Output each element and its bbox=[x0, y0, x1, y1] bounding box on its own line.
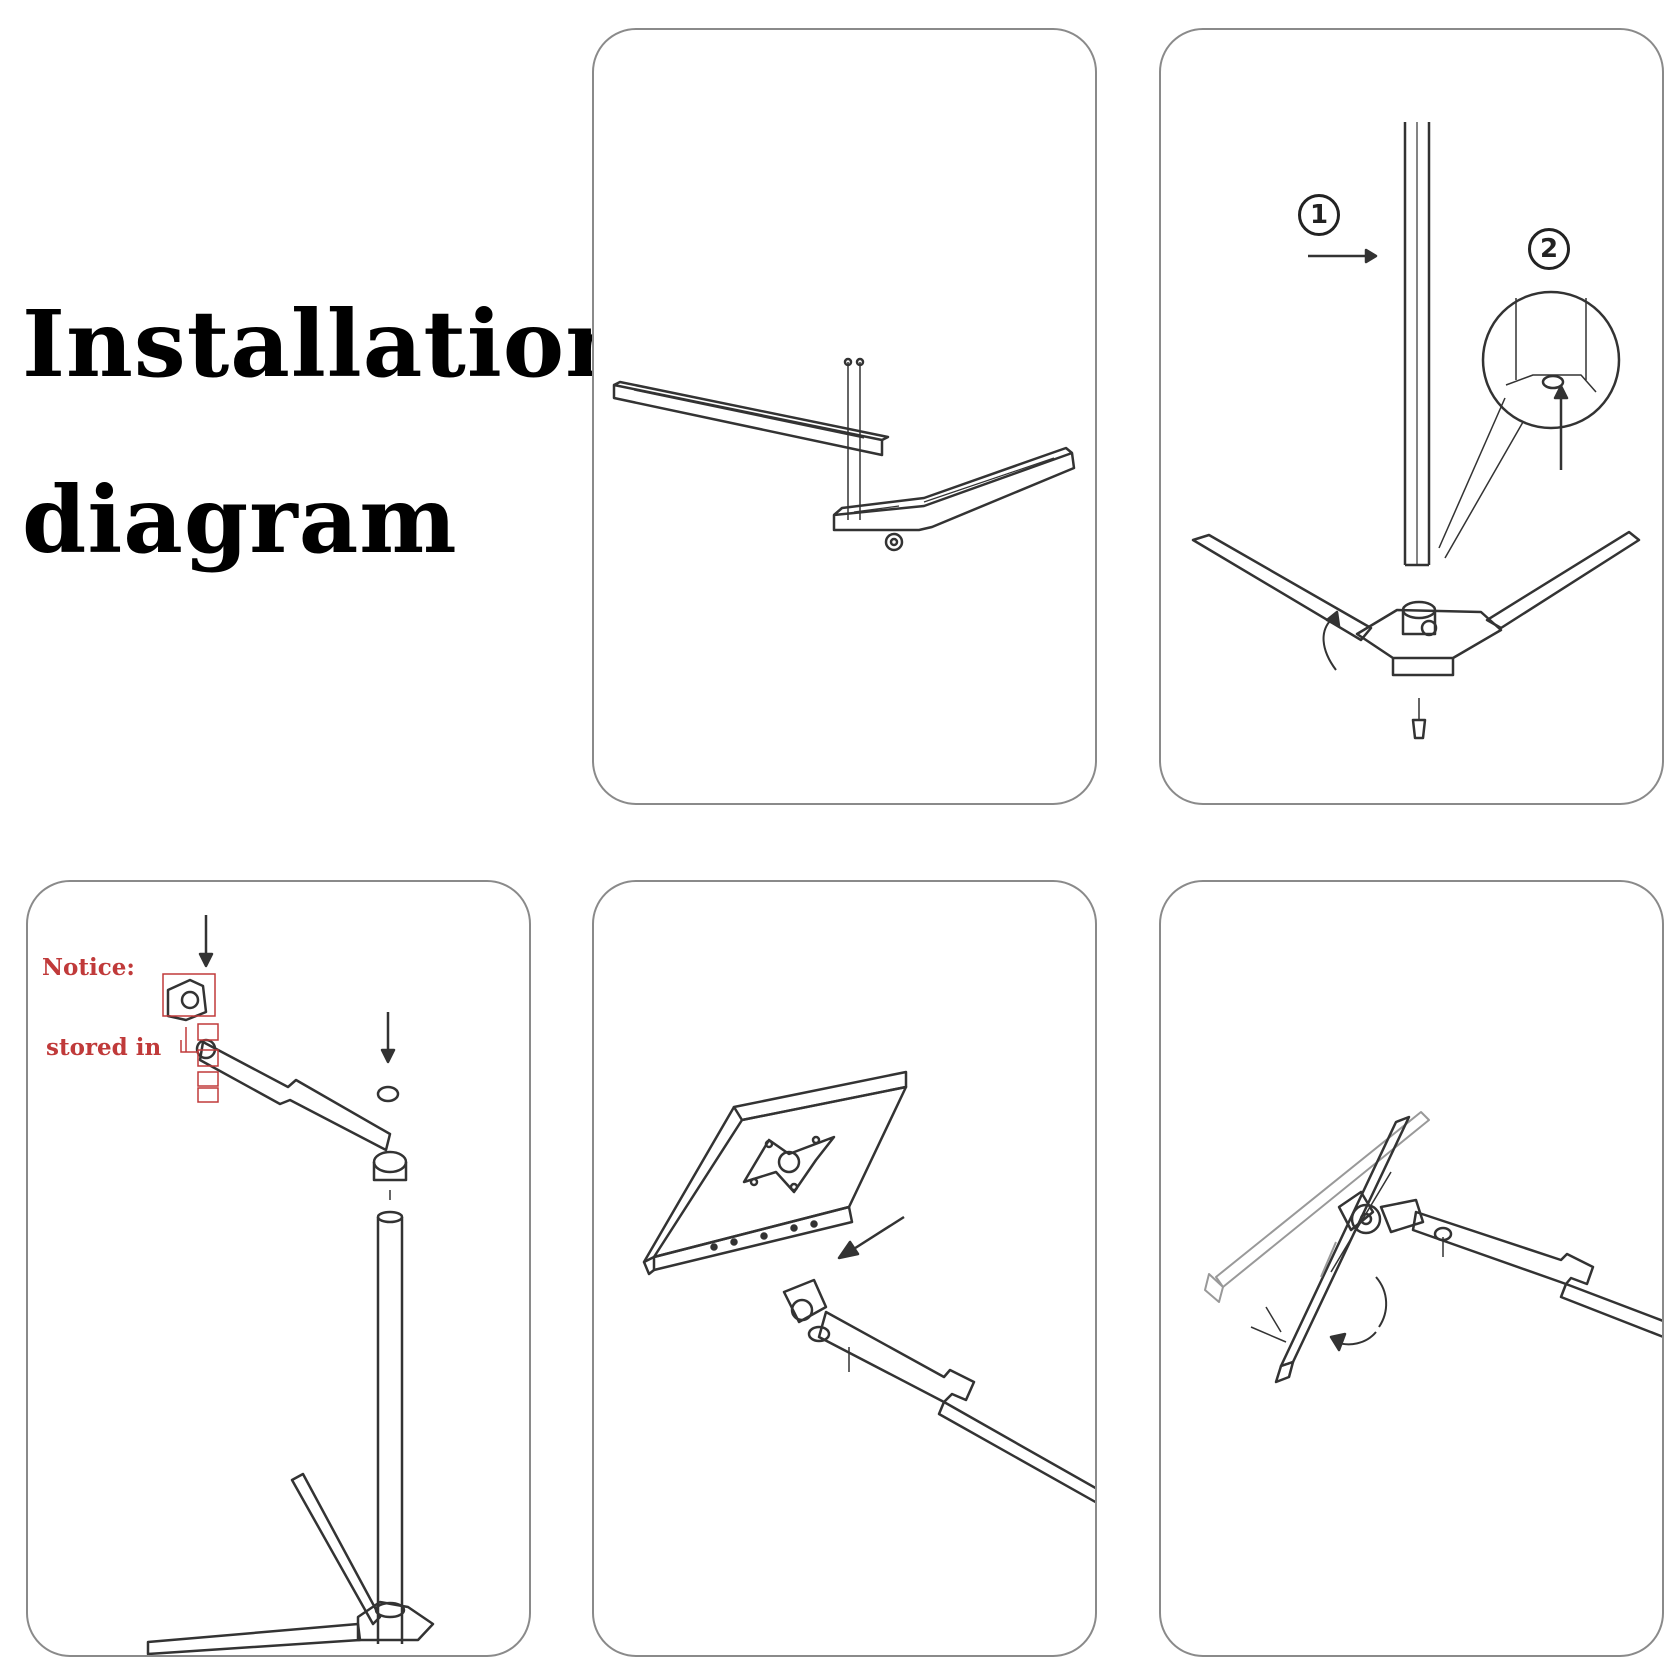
panel-step-tilt-adjust bbox=[1159, 880, 1664, 1657]
step-number-1: 1 bbox=[1298, 194, 1340, 236]
panel-step-leg-attach bbox=[592, 28, 1097, 805]
stored-in-label: stored in bbox=[46, 1034, 162, 1061]
plate-attach-illustration bbox=[642, 1070, 1095, 1504]
leg-attach-illustration bbox=[612, 357, 1076, 552]
title-line-2: diagram bbox=[22, 466, 458, 574]
tilt-adjust-illustration bbox=[1204, 1111, 1662, 1384]
panel-step-arm-attach: Notice: stored in bbox=[26, 880, 531, 1657]
notice-label: Notice: bbox=[42, 954, 135, 981]
panel-step-plate-attach bbox=[592, 880, 1097, 1657]
title-line-1: Installation bbox=[22, 290, 634, 398]
panel-step-pole-insert: 1 2 bbox=[1159, 28, 1664, 805]
arm-attach-illustration bbox=[146, 915, 435, 1655]
pole-insert-illustration bbox=[1191, 122, 1641, 740]
step-number-2: 2 bbox=[1528, 228, 1570, 270]
